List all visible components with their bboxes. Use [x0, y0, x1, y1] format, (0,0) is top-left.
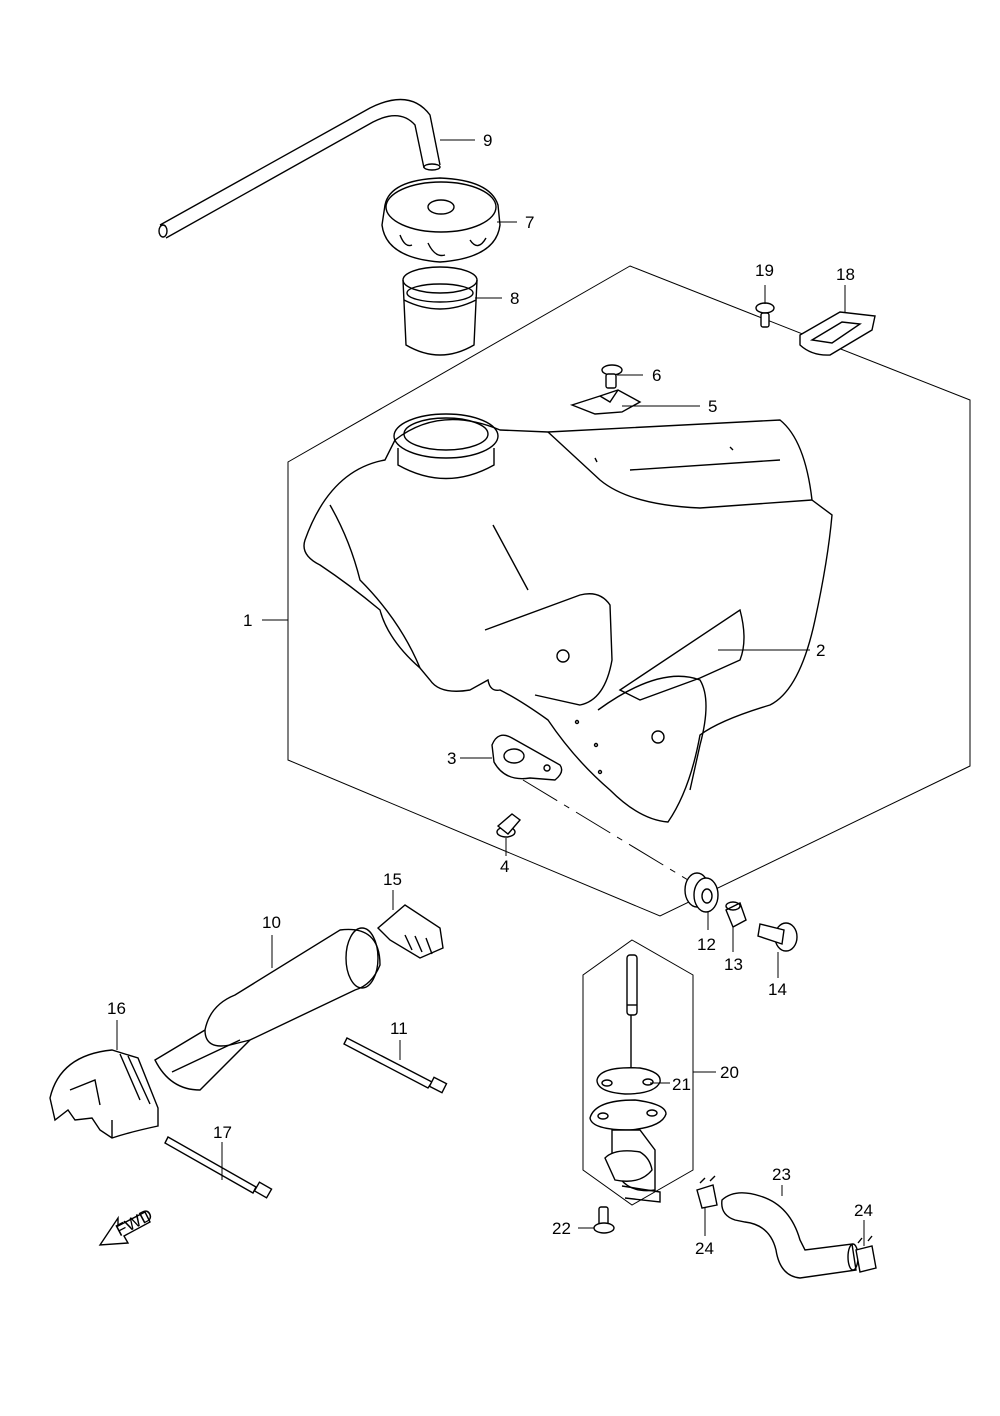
- callout-labels: 9 7 8 19 18 6 5 1 2 3 4 15 10 12 13 14 1…: [107, 131, 873, 1258]
- fwd-arrow: FWD: [98, 1205, 156, 1246]
- callout-5: 5: [708, 397, 717, 416]
- clip-15: [376, 904, 444, 959]
- callout-9: 9: [483, 131, 492, 150]
- callout-21: 21: [672, 1075, 691, 1094]
- bolt-6: [601, 364, 623, 389]
- callout-14: 14: [768, 980, 787, 999]
- tank-group-frame: [287, 265, 971, 917]
- fuel-cock-group-frame: [582, 939, 694, 1206]
- breather-hose: [158, 98, 441, 239]
- callout-19: 19: [755, 261, 774, 280]
- callout-22: 22: [552, 1219, 571, 1238]
- callout-17: 17: [213, 1123, 232, 1142]
- filler-ring: [402, 266, 478, 356]
- callout-13: 13: [724, 955, 743, 974]
- fuel-cock: [589, 954, 667, 1203]
- callout-8: 8: [510, 289, 519, 308]
- heat-protector-16: [49, 1049, 159, 1139]
- cable-tie-11: [343, 1037, 448, 1094]
- fwd-label: FWD: [113, 1205, 156, 1240]
- fuel-tank: [303, 413, 833, 823]
- hose-clip-24-right: [855, 1235, 877, 1273]
- callout-20: 20: [720, 1063, 739, 1082]
- callout-6: 6: [652, 366, 661, 385]
- grommet-12: [684, 872, 719, 913]
- callout-7: 7: [525, 213, 534, 232]
- callout-24-left: 24: [695, 1239, 714, 1258]
- screw-22: [593, 1206, 615, 1234]
- bolt-4: [496, 813, 522, 838]
- hose-clip-24-left: [696, 1175, 718, 1209]
- heat-protector-10: [154, 927, 381, 1091]
- collar-13: [725, 901, 747, 928]
- callout-11: 11: [390, 1019, 408, 1038]
- bracket-5: [569, 389, 642, 415]
- bolt-14: [757, 922, 798, 952]
- cable-tie-17: [164, 1136, 273, 1199]
- fuel-cap: [381, 177, 501, 263]
- callout-4: 4: [500, 857, 509, 876]
- fuel-hose-23: [721, 1192, 859, 1279]
- callout-1: 1: [243, 611, 252, 630]
- callout-3: 3: [447, 749, 456, 768]
- screw-19: [755, 302, 775, 328]
- callout-2: 2: [816, 641, 825, 660]
- strap-hook: [799, 311, 876, 356]
- leader-lines: [116, 139, 865, 1246]
- bracket-3: [491, 734, 563, 781]
- callout-15: 15: [383, 870, 402, 889]
- callout-23: 23: [772, 1165, 791, 1184]
- callout-16: 16: [107, 999, 126, 1018]
- callout-12: 12: [697, 935, 716, 954]
- callout-18: 18: [836, 265, 855, 284]
- callout-24-right: 24: [854, 1201, 873, 1220]
- callout-10: 10: [262, 913, 281, 932]
